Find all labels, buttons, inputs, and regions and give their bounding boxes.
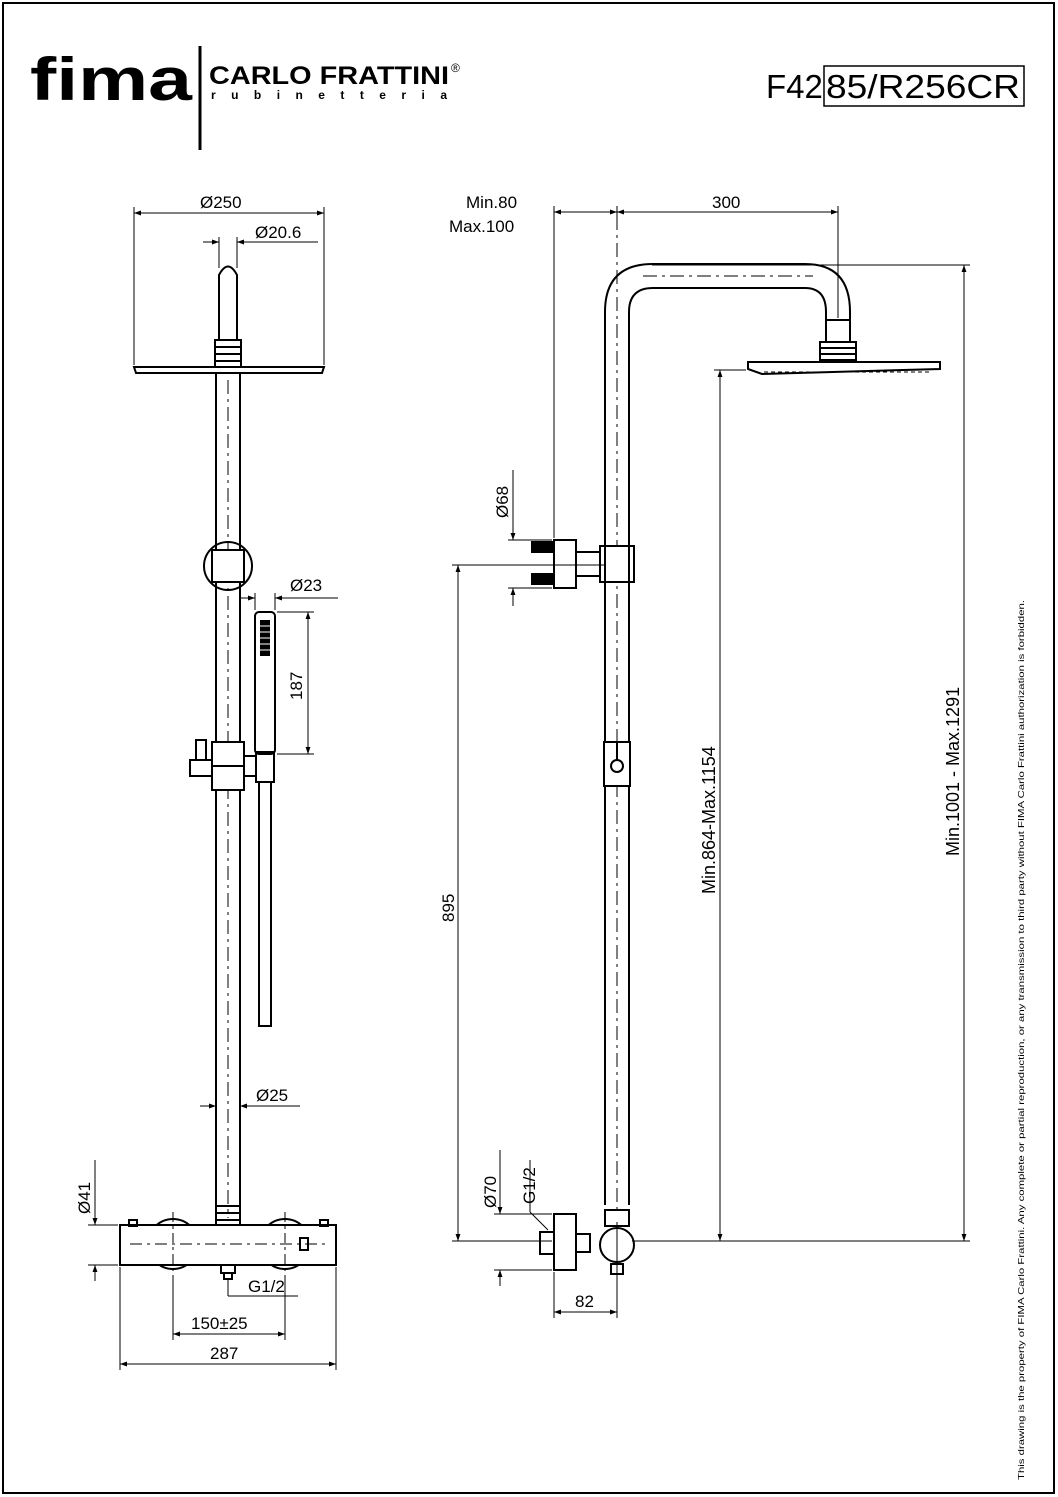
side-slider <box>603 741 631 787</box>
dim-bracket-diameter: Ø68 <box>493 486 512 518</box>
side-shower-head <box>747 319 941 376</box>
model-boxed-code: 85/R256CR <box>826 68 1020 105</box>
model-code: F42 85/R256CR <box>766 65 1025 107</box>
front-dimensions <box>88 207 338 1370</box>
side-view <box>531 216 941 1278</box>
front-thermostatic-mixer <box>119 1205 337 1280</box>
model-box <box>823 65 1025 107</box>
dim-bracket-height: 895 <box>439 894 458 922</box>
dim-eccentric-diameter: Ø70 <box>481 1176 500 1208</box>
dim-arm-length: 300 <box>712 193 740 212</box>
front-dimension-labels: Ø250 Ø20.6 Ø23 187 Ø25 Ø41 G1/2 150±25 2… <box>75 193 322 1363</box>
dim-mixer-width: 287 <box>210 1344 238 1363</box>
front-riser-pipe <box>215 373 241 1218</box>
front-shower-head <box>132 265 326 374</box>
front-wall-bracket <box>203 541 253 591</box>
front-hand-shower <box>254 611 276 1027</box>
dim-head-diameter: Ø250 <box>200 193 242 212</box>
dim-projection-max: Max.100 <box>449 217 514 236</box>
front-view <box>119 265 337 1280</box>
dim-mixer-diameter: Ø41 <box>75 1182 94 1214</box>
dim-wall-offset: 82 <box>575 1292 594 1311</box>
logo-registered-mark: ® <box>451 61 460 75</box>
logo-fima: fima <box>30 46 193 113</box>
logo-tagline: rubinetteria <box>211 88 447 102</box>
side-wall-bracket <box>531 539 635 589</box>
dim-pipe-diameter: Ø25 <box>256 1086 288 1105</box>
dim-total-height-range: Min.1001 - Max.1291 <box>943 687 963 856</box>
side-dimensions <box>452 206 970 1318</box>
side-riser-arm <box>604 216 851 1215</box>
side-dimension-labels: Min.80 Max.100 300 Ø68 895 Min.864-Max.1… <box>439 193 963 1311</box>
brand-logo: fima CARLO FRATTINI ® rubinetteria <box>30 46 460 150</box>
front-slider <box>189 739 275 791</box>
dim-head-height-range: Min.864-Max.1154 <box>699 746 719 894</box>
logo-brand: CARLO FRATTINI <box>209 62 449 90</box>
dim-hand-shower-length: 187 <box>287 672 306 700</box>
dim-projection-min: Min.80 <box>466 193 517 212</box>
copyright-notice: This drawing is the property of FIMA Car… <box>1016 600 1026 1480</box>
dim-eccentric-thread: G1/2 <box>520 1167 539 1204</box>
side-eccentric-connector <box>539 1209 635 1278</box>
model-prefix: F42 <box>766 68 823 105</box>
dim-inlet-spacing: 150±25 <box>191 1314 248 1333</box>
dim-hand-shower-diameter: Ø23 <box>290 576 322 595</box>
dim-arm-diameter: Ø20.6 <box>255 223 301 242</box>
dim-inlet-thread: G1/2 <box>248 1277 285 1296</box>
